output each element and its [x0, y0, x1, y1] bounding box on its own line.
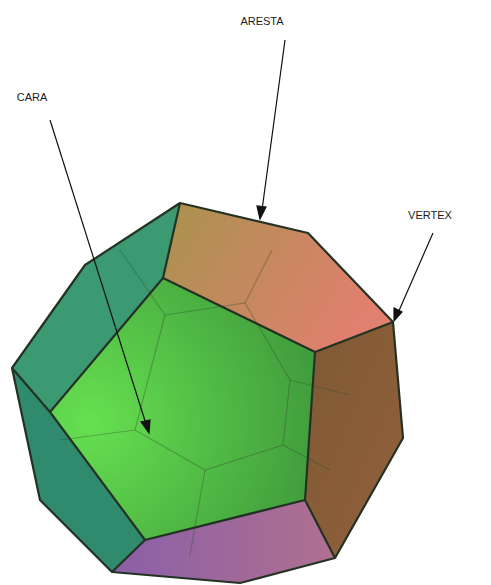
part-label: ARESTA	[240, 15, 283, 28]
edges	[12, 203, 403, 583]
face	[50, 278, 315, 540]
hidden-edges	[60, 250, 350, 555]
part-label: VERTEX	[408, 209, 452, 222]
part-label: CARA	[17, 91, 48, 104]
leader-arrows	[50, 40, 433, 433]
